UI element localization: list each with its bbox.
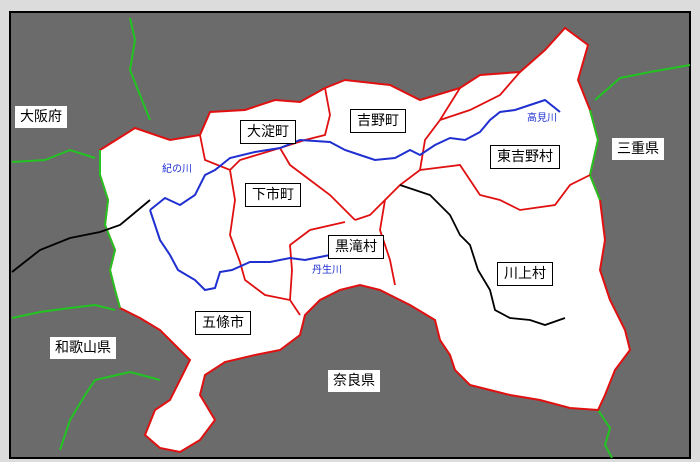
label-mie-prefecture: 三重県	[612, 138, 664, 160]
municipal-borders	[199, 71, 591, 316]
label-gojo-city: 五條市	[195, 311, 251, 335]
label-wakayama-prefecture: 和歌山県	[50, 337, 116, 359]
label-oyodo-town: 大淀町	[240, 120, 296, 144]
label-kurotaki-village: 黒滝村	[328, 235, 384, 259]
label-osaka-prefecture: 大阪府	[15, 106, 67, 128]
label-nara-prefecture: 奈良県	[328, 370, 380, 392]
prefecture-borders-outside	[11, 17, 691, 459]
label-shimoichi-town: 下市町	[245, 183, 301, 207]
label-kawakami-village: 川上村	[497, 262, 553, 286]
rivers	[149, 98, 561, 292]
label-takamigawa-river: 高見川	[527, 113, 557, 124]
label-yoshino-town: 吉野町	[350, 109, 406, 133]
label-kinokawa-river: 紀の川	[162, 164, 192, 175]
label-nyugawa-river: 丹生川	[312, 265, 342, 276]
black-lines	[11, 184, 566, 326]
prefecture-borders-edge	[99, 109, 601, 309]
label-higashiyoshino-village: 東吉野村	[490, 145, 560, 169]
